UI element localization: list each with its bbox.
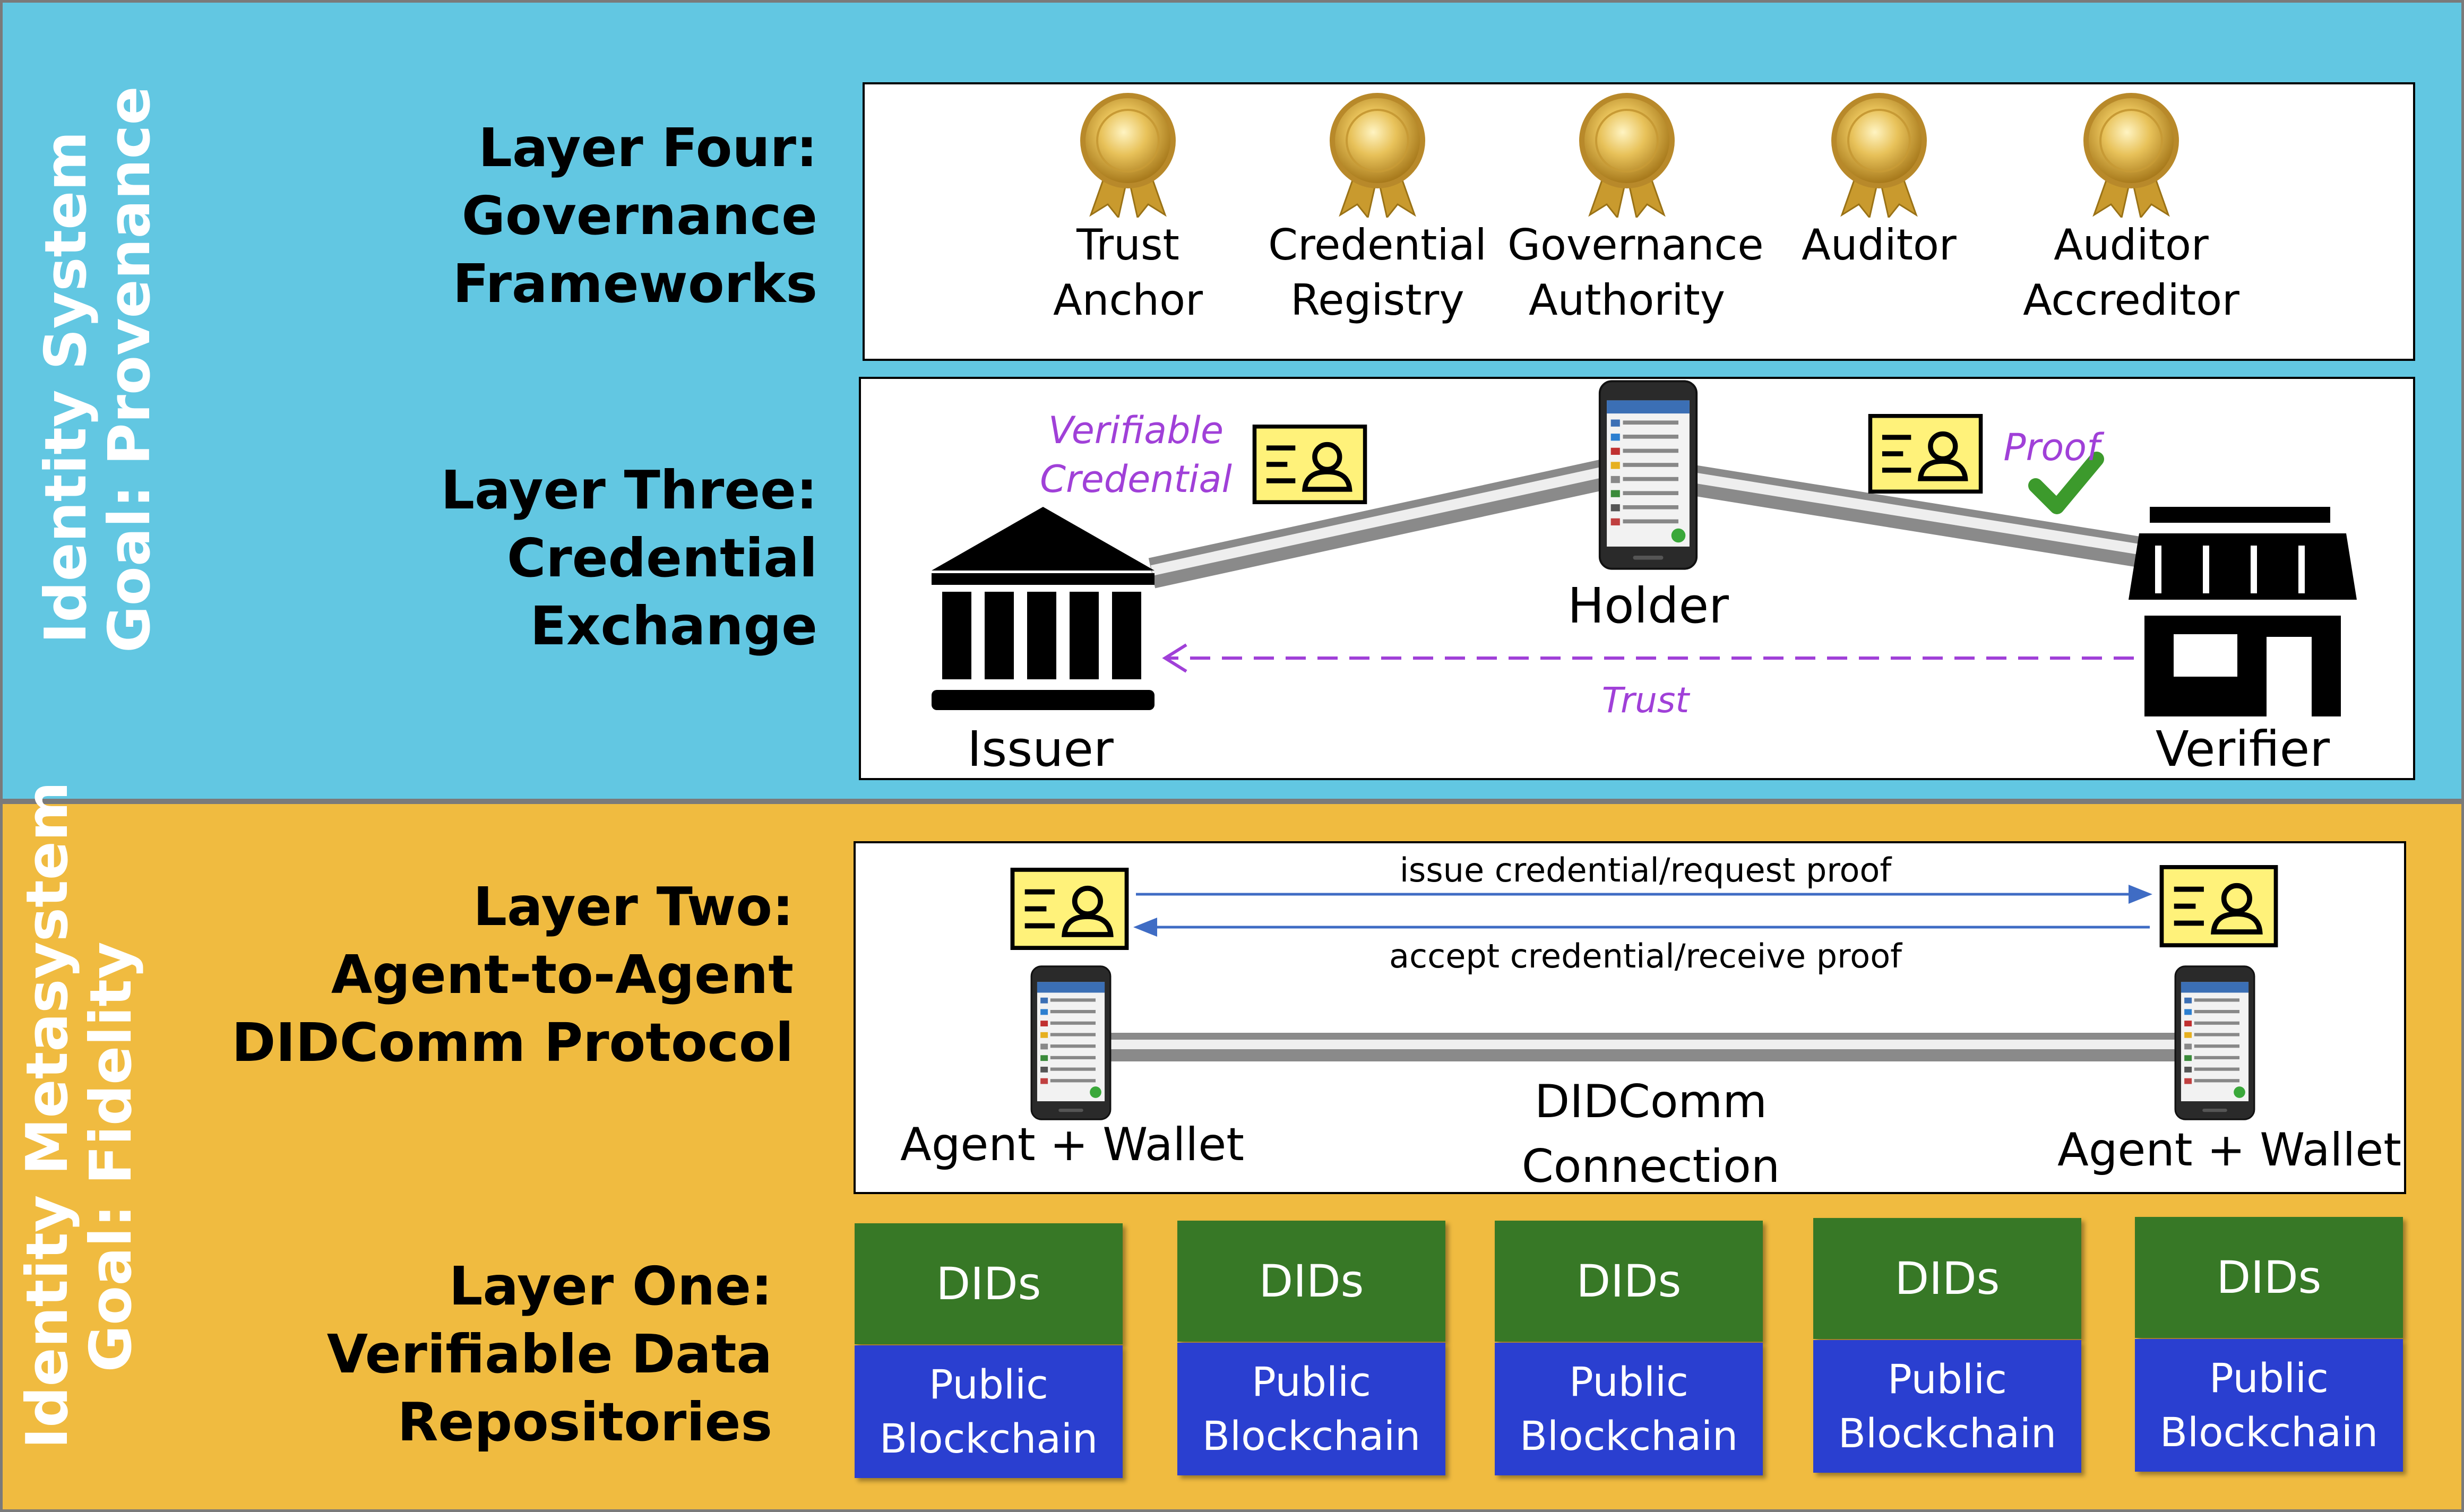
exchange-graphics (932, 380, 2357, 716)
layer-title-line: Layer Four: (478, 117, 817, 179)
layer-title-line: DIDComm Protocol (231, 1012, 794, 1074)
governance-item: Trust Anchor (1032, 90, 1224, 334)
did-box: DIDs (1177, 1221, 1445, 1342)
credential-card-icon (1012, 870, 1126, 948)
governance-label-line1: Auditor (1802, 220, 1957, 270)
blockchain-line2: Blockchain (879, 1415, 1098, 1462)
didcomm-label-line2: Connection (1521, 1140, 1780, 1193)
phone-icon (1030, 965, 1112, 1120)
layer-title-line: Layer One: (449, 1255, 772, 1317)
did-box: DIDs (2135, 1217, 2403, 1338)
governance-label-line1: Trust (1076, 220, 1179, 270)
accept-arrowhead (1133, 918, 1157, 937)
governance-label-line2: Authority (1528, 275, 1726, 325)
governance-label-line1: Governance (1507, 220, 1764, 270)
layer-title-line: Frameworks (452, 253, 817, 315)
governance-item: Auditor (1773, 90, 1985, 334)
governance-item: Governance Authority (1507, 90, 1764, 334)
vc-label-line1: Verifiable (1048, 409, 1224, 452)
holder-label: Holder (1567, 577, 1729, 634)
layer-title-line: Layer Two: (473, 876, 794, 938)
credential-card-icon (2161, 867, 2276, 945)
governance-item: Credential Registry (1258, 90, 1497, 334)
layer-title-line: Verifiable Data (326, 1323, 772, 1385)
governance-label-line2: Accreditor (2023, 275, 2239, 325)
trust-label: Trust (1601, 680, 1690, 721)
governance-label-line1: Auditor (2054, 220, 2209, 270)
layer-three-title: Layer Three: Credential Exchange (212, 456, 817, 660)
didcomm-label-line1: DIDComm (1534, 1075, 1768, 1128)
holder-verifier-bar-highlight (1692, 472, 2140, 555)
trust-arrowhead (1162, 643, 1187, 673)
credential-card-icon (1870, 416, 1980, 492)
layer-two-title: Layer Two: Agent-to-Agent DIDComm Protoc… (212, 873, 794, 1077)
did-box: DIDs (1495, 1221, 1763, 1342)
did-box: DIDs (855, 1223, 1123, 1344)
accept-credential-label: accept credential/receive proof (1389, 937, 1902, 975)
blockchain-line2: Blockchain (1519, 1412, 1738, 1459)
layer-title-line: Credential Exchange (507, 527, 817, 657)
agent-wallet-right-label: Agent + Wallet (2057, 1124, 2401, 1177)
agent-wallet-left-label: Agent + Wallet (900, 1118, 1244, 1171)
layer-four-title: Layer Four: Governance Frameworks (318, 114, 817, 318)
verifiable-credential-label: Verifiable Credential (1030, 406, 1242, 504)
governance-label-line2: Registry (1290, 275, 1464, 325)
issuer-holder-bar-highlight (1150, 464, 1615, 576)
blockchain-line2: Blockchain (1202, 1412, 1421, 1459)
issue-arrowhead (2129, 885, 2152, 904)
issuer-label: Issuer (967, 721, 1114, 777)
phone-icon (2174, 965, 2255, 1120)
blockchain-line1: Public (2209, 1354, 2329, 1402)
checkmark-icon (2028, 452, 2104, 514)
layer-title-line: Repositories (397, 1391, 772, 1453)
verifier-label: Verifier (2155, 721, 2330, 777)
governance-label-line2: Anchor (1053, 275, 1203, 325)
layer-title-line: Governance (461, 185, 817, 247)
blockchain-line1: Public (1569, 1358, 1688, 1405)
credential-card-icon (1254, 427, 1365, 503)
layer-one-title: Layer One: Verifiable Data Repositories (212, 1252, 772, 1456)
blockchain-line1: Public (1252, 1358, 1371, 1405)
proof-label: Proof (2003, 426, 2100, 469)
blockchain-line2: Blockchain (2159, 1409, 2379, 1456)
phone-icon (1598, 380, 1698, 570)
store-icon (2129, 507, 2357, 716)
governance-item: Auditor Accreditor (2014, 90, 2248, 334)
blockchain-line2: Blockchain (1838, 1410, 2057, 1457)
agent-graphics (0, 801, 2464, 1120)
bank-icon (932, 507, 1155, 710)
didcomm-connection-label: DIDComm Connection (1486, 1069, 1815, 1199)
vc-label-line2: Credential (1040, 457, 1232, 501)
layer-title-line: Agent-to-Agent (331, 944, 794, 1006)
did-box: DIDs (1813, 1218, 2081, 1339)
layer-title-line: Layer Three: (441, 459, 817, 521)
issue-credential-label: issue credential/request proof (1399, 851, 1892, 889)
blockchain-line1: Public (929, 1361, 1048, 1408)
blockchain-line1: Public (1888, 1355, 2007, 1403)
governance-label-line1: Credential (1268, 220, 1487, 270)
